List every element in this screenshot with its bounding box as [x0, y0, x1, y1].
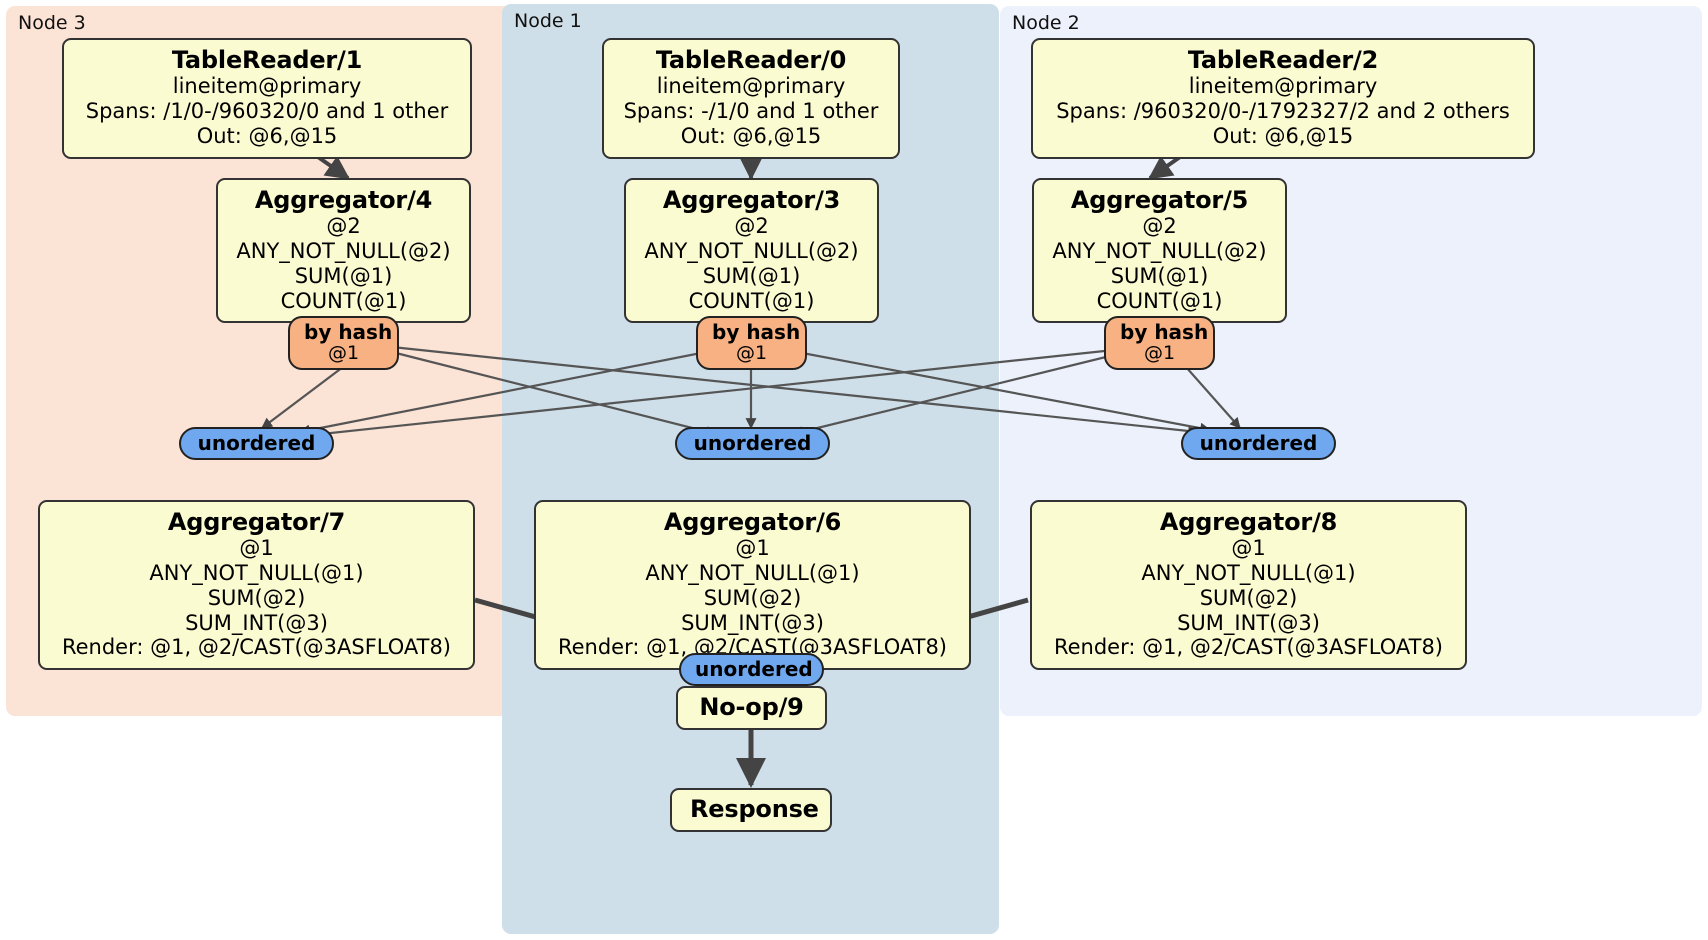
- processor-table-reader-1[interactable]: TableReader/1 lineitem@primary Spans: /1…: [62, 38, 472, 159]
- processor-detail-line: Out: @6,@15: [196, 123, 338, 148]
- processor-detail-line: ANY_NOT_NULL(@2): [236, 239, 451, 264]
- processor-title: Aggregator/7: [167, 508, 346, 536]
- processor-title: No-op/9: [699, 693, 804, 721]
- processor-title: Aggregator/8: [1159, 508, 1338, 536]
- processor-detail-line: SUM(@2): [703, 585, 802, 610]
- processor-title: Aggregator/4: [254, 186, 433, 214]
- processor-detail-line: SUM_INT(@3): [1177, 610, 1320, 635]
- router-column: @1: [327, 342, 360, 364]
- processor-title: TableReader/0: [655, 46, 847, 74]
- processor-response[interactable]: Response: [670, 788, 832, 833]
- processor-detail-line: Spans: /960320/0-/1792327/2 and 2 others: [1056, 99, 1510, 124]
- synchronizer-title: unordered: [693, 431, 812, 455]
- processor-detail-line: lineitem@primary: [656, 74, 846, 99]
- processor-detail-line: Render: @1, @2/CAST(@3ASFLOAT8): [61, 635, 452, 660]
- processor-no-op-9[interactable]: No-op/9: [676, 686, 827, 731]
- router-by-hash-left[interactable]: by hash @1: [288, 316, 399, 370]
- router-by-hash-right[interactable]: by hash @1: [1104, 316, 1215, 370]
- processor-aggregator-6[interactable]: Aggregator/6 @1 ANY_NOT_NULL(@1) SUM(@2)…: [534, 500, 971, 671]
- processor-detail-line: ANY_NOT_NULL(@2): [1052, 239, 1267, 264]
- synchronizer-unordered-left[interactable]: unordered: [179, 427, 334, 460]
- router-by-hash-center[interactable]: by hash @1: [696, 316, 807, 370]
- processor-aggregator-5[interactable]: Aggregator/5 @2 ANY_NOT_NULL(@2) SUM(@1)…: [1032, 178, 1287, 324]
- processor-detail-line: SUM_INT(@3): [681, 610, 824, 635]
- processor-detail-line: ANY_NOT_NULL(@1): [1141, 561, 1356, 586]
- processor-title: Response: [690, 795, 819, 823]
- processor-detail-line: Spans: -/1/0 and 1 other: [623, 99, 879, 124]
- processor-aggregator-7[interactable]: Aggregator/7 @1 ANY_NOT_NULL(@1) SUM(@2)…: [38, 500, 475, 671]
- processor-detail-line: ANY_NOT_NULL(@2): [644, 239, 859, 264]
- router-title: by hash: [712, 320, 801, 344]
- router-title: by hash: [304, 320, 393, 344]
- processor-aggregator-8[interactable]: Aggregator/8 @1 ANY_NOT_NULL(@1) SUM(@2)…: [1030, 500, 1467, 671]
- processor-detail-line: @2: [734, 214, 769, 239]
- processor-detail-line: @2: [1142, 214, 1177, 239]
- processor-detail-line: SUM(@2): [1199, 585, 1298, 610]
- processor-detail-line: ANY_NOT_NULL(@1): [645, 561, 860, 586]
- processor-detail-line: SUM(@2): [207, 585, 306, 610]
- processor-detail-line: Out: @6,@15: [1212, 123, 1354, 148]
- processor-detail-line: SUM_INT(@3): [185, 610, 328, 635]
- processor-detail-line: @1: [1231, 536, 1266, 561]
- synchronizer-unordered-final[interactable]: unordered: [679, 653, 824, 686]
- processor-detail-line: @1: [239, 536, 274, 561]
- synchronizer-title: unordered: [695, 657, 813, 681]
- processor-detail-line: Render: @1, @2/CAST(@3ASFLOAT8): [1053, 635, 1444, 660]
- processor-aggregator-3[interactable]: Aggregator/3 @2 ANY_NOT_NULL(@2) SUM(@1)…: [624, 178, 879, 324]
- processor-detail-line: ANY_NOT_NULL(@1): [149, 561, 364, 586]
- node-label-node-1: Node 1: [514, 10, 582, 32]
- node-label-node-3: Node 3: [18, 12, 86, 34]
- processor-detail-line: lineitem@primary: [1188, 74, 1378, 99]
- processor-detail-line: @1: [735, 536, 770, 561]
- processor-aggregator-4[interactable]: Aggregator/4 @2 ANY_NOT_NULL(@2) SUM(@1)…: [216, 178, 471, 324]
- processor-detail-line: @2: [326, 214, 361, 239]
- processor-title: Aggregator/3: [662, 186, 841, 214]
- processor-title: Aggregator/5: [1070, 186, 1249, 214]
- processor-title: Aggregator/6: [663, 508, 842, 536]
- processor-detail-line: COUNT(@1): [688, 288, 815, 313]
- synchronizer-unordered-right[interactable]: unordered: [1181, 427, 1336, 460]
- processor-detail-line: COUNT(@1): [280, 288, 407, 313]
- processor-detail-line: SUM(@1): [1110, 263, 1209, 288]
- router-title: by hash: [1120, 320, 1209, 344]
- processor-detail-line: COUNT(@1): [1096, 288, 1223, 313]
- processor-detail-line: SUM(@1): [294, 263, 393, 288]
- processor-table-reader-2[interactable]: TableReader/2 lineitem@primary Spans: /9…: [1031, 38, 1535, 159]
- router-column: @1: [1143, 342, 1176, 364]
- processor-detail-line: SUM(@1): [702, 263, 801, 288]
- node-label-node-2: Node 2: [1012, 12, 1080, 34]
- synchronizer-title: unordered: [1199, 431, 1318, 455]
- synchronizer-unordered-center[interactable]: unordered: [675, 427, 830, 460]
- processor-title: TableReader/1: [171, 46, 363, 74]
- processor-detail-line: lineitem@primary: [172, 74, 362, 99]
- synchronizer-title: unordered: [197, 431, 316, 455]
- processor-title: TableReader/2: [1187, 46, 1379, 74]
- processor-detail-line: Out: @6,@15: [680, 123, 822, 148]
- processor-table-reader-0[interactable]: TableReader/0 lineitem@primary Spans: -/…: [602, 38, 900, 159]
- processor-detail-line: Spans: /1/0-/960320/0 and 1 other: [85, 99, 449, 124]
- router-column: @1: [735, 342, 768, 364]
